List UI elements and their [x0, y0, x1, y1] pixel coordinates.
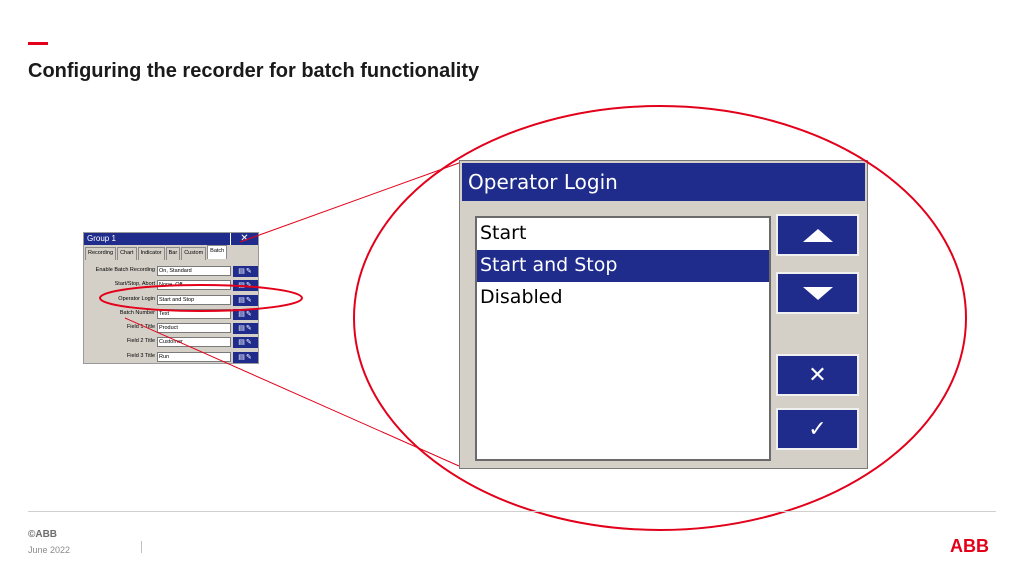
setting-row-field3-title: Field 3 Title Run ▤✎	[84, 351, 258, 365]
setting-row-field1-title: Field 1 Title Product ▤✎	[84, 322, 258, 336]
footer-divider	[28, 511, 996, 512]
tab-bar: Recording Chart Indicator Bar Custom Bat…	[85, 245, 228, 260]
edit-icon[interactable]: ▤✎	[233, 308, 258, 320]
slide-title: Configuring the recorder for batch funct…	[28, 60, 480, 82]
setting-value[interactable]: Text	[157, 308, 231, 319]
tab-custom[interactable]: Custom	[181, 247, 207, 260]
edit-icon[interactable]: ▤✎	[233, 266, 258, 277]
setting-row-start-stop: Start/Stop, Abort None, Off ▤✎	[84, 279, 258, 293]
close-icon: ✕	[808, 362, 827, 387]
edit-icon[interactable]: ▤✎	[233, 337, 258, 349]
operator-login-title: Operator Login	[462, 163, 865, 201]
setting-label: Enable Batch Recording	[95, 267, 155, 273]
setting-value[interactable]: None, Off	[157, 280, 231, 291]
setting-value[interactable]: Run	[157, 351, 231, 362]
footer-date: June 2022	[28, 545, 71, 555]
setting-value[interactable]: Customer	[157, 337, 231, 348]
batch-settings-list: Enable Batch Recording On, Standard ▤✎ S…	[84, 265, 258, 365]
group-settings-dialog: Group 1 ✕ Recording Chart Indicator Bar …	[83, 232, 259, 364]
edit-icon[interactable]: ▤✎	[233, 351, 258, 363]
tab-chart[interactable]: Chart	[117, 247, 137, 260]
setting-label: Operator Login	[118, 295, 155, 302]
tab-indicator[interactable]: Indicator	[137, 247, 165, 260]
option-start[interactable]: Start	[480, 222, 527, 244]
ok-button[interactable]: ✓	[776, 408, 859, 450]
setting-label: Field 1 Title	[126, 324, 155, 331]
option-start-and-stop[interactable]: Start and Stop	[477, 250, 769, 282]
cancel-button[interactable]: ✕	[776, 354, 859, 396]
scroll-down-button[interactable]	[776, 272, 859, 314]
option-disabled[interactable]: Disabled	[480, 286, 563, 308]
up-arrow-icon	[802, 228, 833, 242]
operator-login-dialog: Operator Login Start Start and Stop Disa…	[459, 160, 868, 469]
setting-label: Start/Stop, Abort	[114, 281, 155, 288]
tab-bar[interactable]: Bar	[165, 247, 181, 260]
copyright-text: ©ABB	[28, 529, 58, 540]
setting-row-operator-login: Operator Login Start and Stop ▤✎	[84, 294, 258, 308]
abb-logo: ABB	[950, 537, 989, 555]
down-arrow-icon	[802, 286, 833, 300]
setting-row-batch-number: Batch Number Text ▤✎	[84, 308, 258, 322]
setting-row-enable-batch: Enable Batch Recording On, Standard ▤✎	[84, 265, 258, 279]
setting-value[interactable]: Product	[157, 323, 231, 334]
operator-login-options: Start Start and Stop Disabled	[475, 216, 771, 461]
edit-icon[interactable]: ▤✎	[233, 280, 258, 292]
setting-value[interactable]: On, Standard	[157, 266, 231, 276]
footer-separator	[141, 541, 142, 553]
setting-label: Batch Number	[119, 309, 155, 316]
tab-recording[interactable]: Recording	[85, 247, 117, 260]
close-button[interactable]: ✕	[230, 233, 258, 245]
setting-label: Field 3 Title	[126, 352, 155, 359]
edit-icon[interactable]: ▤✎	[233, 294, 258, 306]
zoom-line-top	[239, 162, 460, 243]
svg-text:ABB: ABB	[950, 537, 989, 555]
setting-value[interactable]: Start and Stop	[157, 294, 231, 305]
tab-batch[interactable]: Batch	[207, 245, 228, 259]
title-accent-bar	[28, 42, 48, 45]
checkmark-icon: ✓	[808, 416, 827, 441]
setting-row-field2-title: Field 2 Title Customer ▤✎	[84, 336, 258, 350]
setting-label: Field 2 Title	[126, 338, 155, 345]
scroll-up-button[interactable]	[776, 214, 859, 256]
group-dialog-title: Group 1	[84, 233, 230, 245]
edit-icon[interactable]: ▤✎	[233, 323, 258, 335]
